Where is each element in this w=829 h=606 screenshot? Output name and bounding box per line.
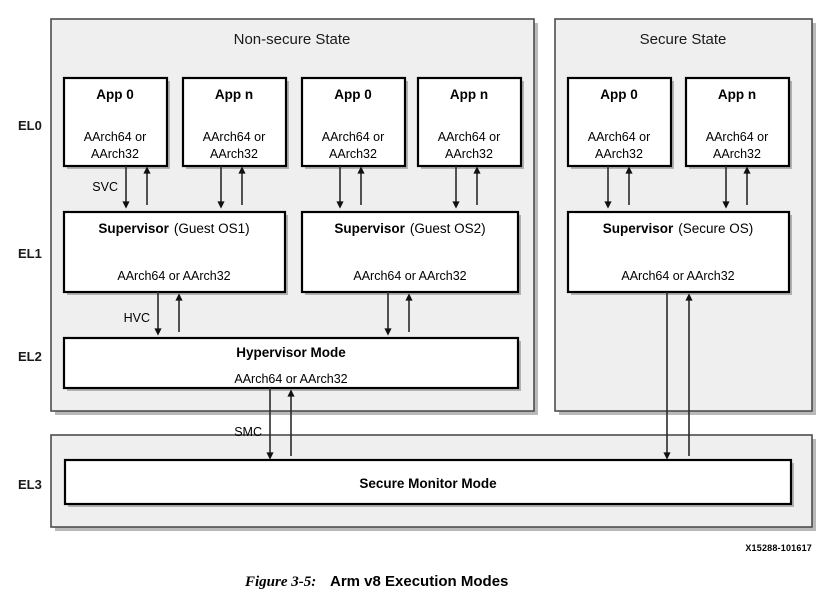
app-box-group-secure: App 0 AArch64 or AArch32 App n AArch64 o… <box>566 76 792 169</box>
app-box-4[interactable]: App 0 AArch64 or AArch32 <box>566 76 674 169</box>
supervisor-box-1-heading: Supervisor (Guest OS2) <box>334 221 485 236</box>
hypervisor-mode-box[interactable]: Hypervisor Mode AArch64 or AArch32 <box>62 336 521 391</box>
secure-el1-el3-connectors <box>663 292 693 460</box>
figure-caption: Figure 3-5: Arm v8 Execution Modes <box>244 573 508 590</box>
supervisor-box-2-sub: AArch64 or AArch32 <box>621 269 734 283</box>
app-box-0-title: App 0 <box>96 87 134 102</box>
figure-caption-title: Arm v8 Execution Modes <box>330 573 508 590</box>
supervisor-box-0-heading: Supervisor (Guest OS1) <box>98 221 249 236</box>
figure-caption-number: Figure 3-5: <box>244 574 316 590</box>
supervisor-box-1-bold: Supervisor <box>334 221 405 236</box>
app-box-1-sub2: AArch32 <box>210 147 258 161</box>
app-box-5-sub1: AArch64 or <box>706 130 769 144</box>
secure-monitor-mode-title: Secure Monitor Mode <box>359 476 497 491</box>
app-box-3-sub1: AArch64 or <box>438 130 501 144</box>
app-box-4-sub2: AArch32 <box>595 147 643 161</box>
figure-id-code: X15288-101617 <box>745 543 812 553</box>
app-box-0[interactable]: App 0 AArch64 or AArch32 <box>62 76 170 169</box>
supervisor-box-0-sub: AArch64 or AArch32 <box>117 269 230 283</box>
app-box-3-title: App n <box>450 87 488 102</box>
supervisor-box-0[interactable]: Supervisor (Guest OS1) AArch64 or AArch32 <box>62 210 288 295</box>
app-box-0-sub1: AArch64 or <box>84 130 147 144</box>
supervisor-box-1-sub: AArch64 or AArch32 <box>353 269 466 283</box>
supervisor-box-2-bold: Supervisor <box>603 221 674 236</box>
el-label-el1: EL1 <box>18 246 42 261</box>
app-box-2-sub1: AArch64 or <box>322 130 385 144</box>
el0-el1-connectors: SVC <box>92 166 751 209</box>
el-label-el3: EL3 <box>18 477 42 492</box>
svc-label: SVC <box>92 180 118 194</box>
app-box-group-non-secure: App 0 AArch64 or AArch32 App n AArch64 o… <box>62 76 524 169</box>
hypervisor-mode-sub: AArch64 or AArch32 <box>234 372 347 386</box>
app-box-5-title: App n <box>718 87 756 102</box>
app-box-2-sub2: AArch32 <box>329 147 377 161</box>
supervisor-box-1-paren: (Guest OS2) <box>410 221 486 236</box>
app-box-4-sub1: AArch64 or <box>588 130 651 144</box>
supervisor-box-2-heading: Supervisor (Secure OS) <box>603 221 754 236</box>
secure-monitor-mode-box[interactable]: Secure Monitor Mode <box>63 458 794 507</box>
el-label-el0: EL0 <box>18 118 42 133</box>
app-box-1-sub1: AArch64 or <box>203 130 266 144</box>
hvc-label: HVC <box>124 311 150 325</box>
supervisor-box-0-paren: (Guest OS1) <box>174 221 250 236</box>
app-box-2[interactable]: App 0 AArch64 or AArch32 <box>300 76 408 169</box>
non-secure-state-title: Non-secure State <box>234 31 351 48</box>
el2-el3-connectors: SMC <box>234 388 295 460</box>
el-label-el2: EL2 <box>18 349 42 364</box>
supervisor-box-0-bold: Supervisor <box>98 221 169 236</box>
secure-state-title: Secure State <box>640 31 727 48</box>
app-box-3-sub2: AArch32 <box>445 147 493 161</box>
exception-level-labels: EL0 EL1 EL2 EL3 <box>18 118 42 492</box>
supervisor-box-1[interactable]: Supervisor (Guest OS2) AArch64 or AArch32 <box>300 210 521 295</box>
app-box-5-sub2: AArch32 <box>713 147 761 161</box>
app-box-1[interactable]: App n AArch64 or AArch32 <box>181 76 289 169</box>
app-box-0-sub2: AArch32 <box>91 147 139 161</box>
hypervisor-mode-title: Hypervisor Mode <box>236 345 346 360</box>
app-box-2-title: App 0 <box>334 87 372 102</box>
supervisor-box-2[interactable]: Supervisor (Secure OS) AArch64 or AArch32 <box>566 210 792 295</box>
app-box-1-title: App n <box>215 87 253 102</box>
app-box-5[interactable]: App n AArch64 or AArch32 <box>684 76 792 169</box>
supervisor-box-2-paren: (Secure OS) <box>678 221 753 236</box>
app-box-3[interactable]: App n AArch64 or AArch32 <box>416 76 524 169</box>
smc-label: SMC <box>234 425 262 439</box>
app-box-4-title: App 0 <box>600 87 638 102</box>
el1-el2-connectors: HVC <box>124 292 413 336</box>
